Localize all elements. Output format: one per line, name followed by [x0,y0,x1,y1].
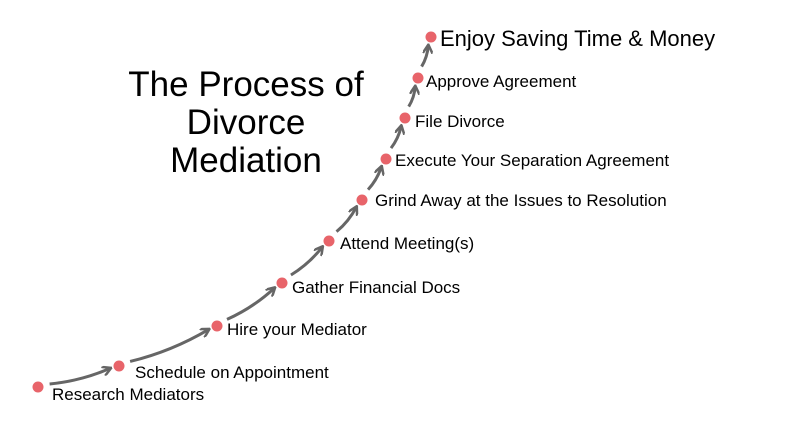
step-dot [356,194,368,206]
arrow-connector [407,87,416,108]
title-line-3: Mediation [170,141,322,180]
arrow-connector [389,126,401,150]
step-dot [425,31,437,43]
step-label-hire-mediator: Hire your Mediator [227,320,367,339]
step-dot [380,153,392,165]
arrow-connector [366,167,381,191]
arrow-connector [290,247,322,277]
step-dot [399,112,411,124]
step-label-research-mediators: Research Mediators [52,385,205,404]
step-label-file-divorce: File Divorce [415,112,505,131]
step-dot [32,381,44,393]
step-label-grind-away: Grind Away at the Issues to Resolution [375,191,667,210]
step-label-schedule-appointment: Schedule on Appointment [135,363,329,382]
title-line-2: Divorce [186,103,306,142]
step-label-approve-agreement: Approve Agreement [426,72,577,91]
arrow-connector [226,288,274,321]
arrow-connector [129,329,209,363]
arrow-connector [420,46,429,68]
step-dot [211,320,223,332]
step-label-gather-docs: Gather Financial Docs [292,278,461,297]
step-dot [113,360,125,372]
page-title: The Process of Divorce Mediation [96,66,396,180]
step-label-enjoy-saving: Enjoy Saving Time & Money [440,26,716,51]
step-label-execute-agreement: Execute Your Separation Agreement [395,151,670,170]
step-label-attend-meetings: Attend Meeting(s) [340,234,475,253]
arrow-connector [335,207,357,233]
arrow-connector [49,368,111,386]
step-dot [412,72,424,84]
step-dot [276,277,288,289]
step-dot [323,235,335,247]
title-line-1: The Process of [128,65,364,104]
